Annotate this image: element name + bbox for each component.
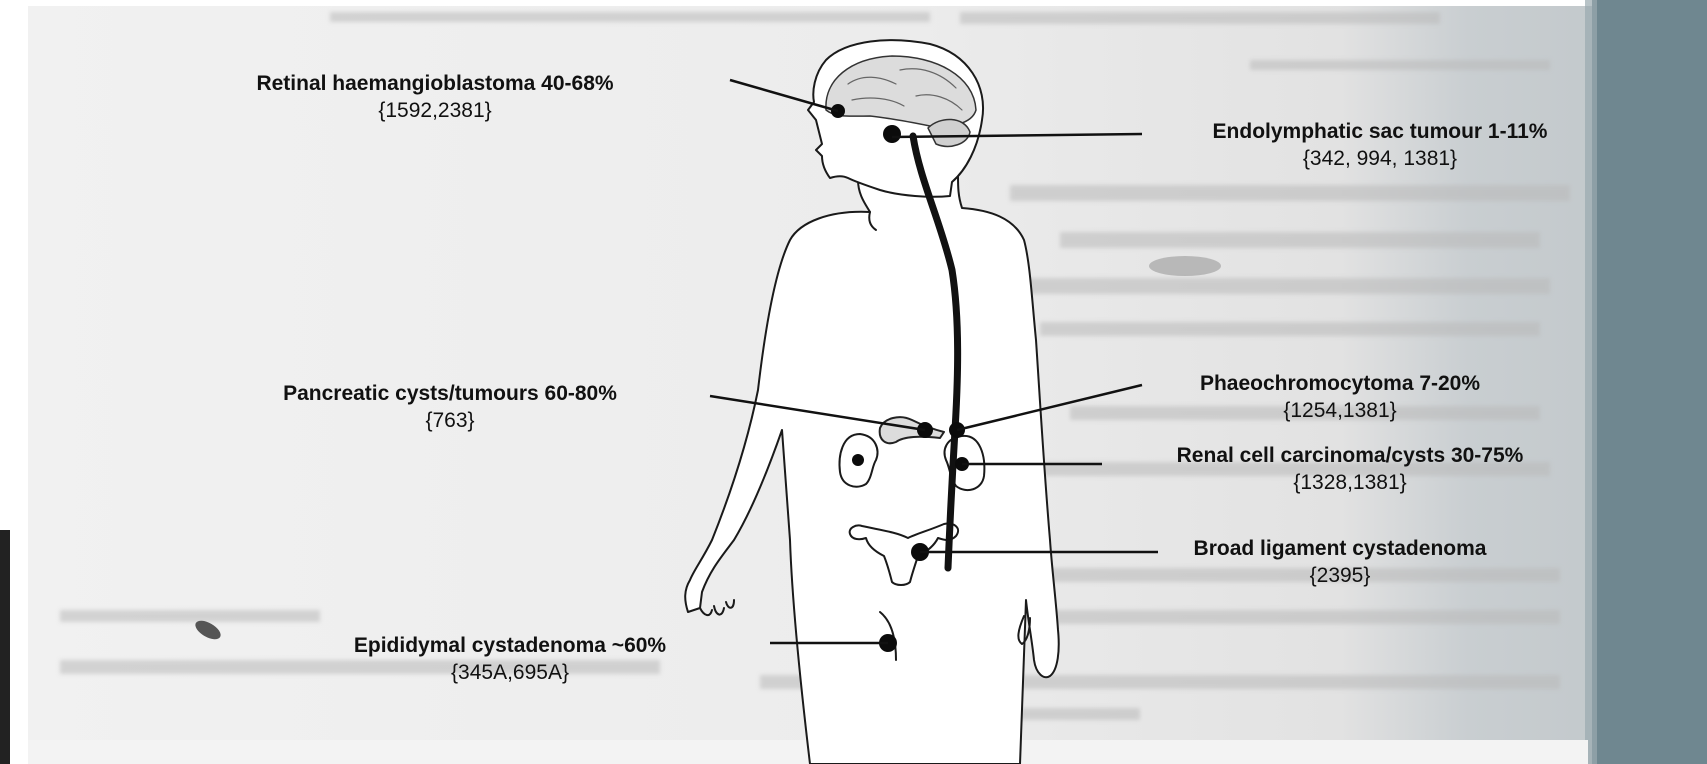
label-pancreatic-refs: {763}	[200, 407, 700, 434]
label-broad-ligament-name: Broad ligament cystadenoma	[1160, 535, 1520, 562]
label-phaeo-refs: {1254,1381}	[1150, 397, 1530, 424]
label-retinal-name: Retinal haemangioblastoma 40-68%	[175, 70, 695, 97]
marker-renal-left	[852, 454, 864, 466]
label-pancreatic-name: Pancreatic cysts/tumours 60-80%	[200, 380, 700, 407]
label-epididymal: Epididymal cystadenoma ~60% {345A,695A}	[280, 632, 740, 686]
page-binding-edge	[1592, 0, 1707, 764]
label-renal: Renal cell carcinoma/cysts 30-75% {1328,…	[1110, 442, 1590, 496]
label-broad-ligament-refs: {2395}	[1160, 562, 1520, 589]
ink-smudge-2	[1149, 256, 1221, 276]
page-left-edge	[0, 530, 10, 764]
label-broad-ligament: Broad ligament cystadenoma {2395}	[1160, 535, 1520, 589]
label-endolymphatic: Endolymphatic sac tumour 1-11% {342, 994…	[1160, 118, 1600, 172]
label-pancreatic: Pancreatic cysts/tumours 60-80% {763}	[200, 380, 700, 434]
label-epididymal-name: Epididymal cystadenoma ~60%	[280, 632, 740, 659]
page-shadow	[1585, 0, 1597, 764]
marker-endolymphatic	[883, 125, 901, 143]
label-phaeo-name: Phaeochromocytoma 7-20%	[1150, 370, 1530, 397]
label-phaeo: Phaeochromocytoma 7-20% {1254,1381}	[1150, 370, 1530, 424]
label-renal-refs: {1328,1381}	[1110, 469, 1590, 496]
label-retinal-refs: {1592,2381}	[175, 97, 695, 124]
label-epididymal-refs: {345A,695A}	[280, 659, 740, 686]
label-retinal: Retinal haemangioblastoma 40-68% {1592,2…	[175, 70, 695, 124]
label-endolymphatic-name: Endolymphatic sac tumour 1-11%	[1160, 118, 1600, 145]
label-endolymphatic-refs: {342, 994, 1381}	[1160, 145, 1600, 172]
label-renal-name: Renal cell carcinoma/cysts 30-75%	[1110, 442, 1590, 469]
